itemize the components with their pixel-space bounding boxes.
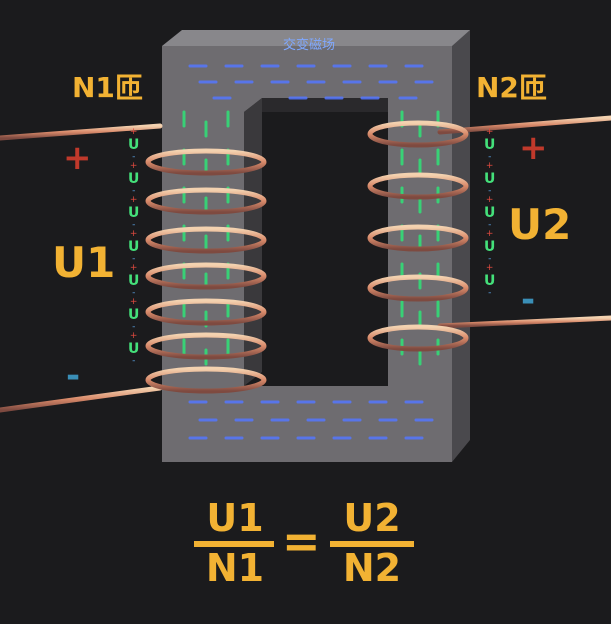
marker-minus: - [488,289,491,298]
secondary-turns-label: N2匝 [476,66,547,106]
marker-u: U [484,239,495,255]
marker-u: U [128,239,139,255]
primary-plus-sign: + [63,138,92,178]
marker-u: U [128,307,139,323]
secondary-minus-sign: - [521,280,535,320]
primary-voltage-label: U1 [52,238,115,287]
marker-plus: + [486,162,494,171]
primary-turns-label: N1匝 [72,66,143,106]
marker-plus: + [130,298,138,307]
marker-u: U [484,137,495,153]
primary-minus-sign: - [66,356,80,396]
marker-u: U [128,205,139,221]
marker-plus: + [486,196,494,205]
primary-voltage-markers: +U-+U-+U-+U-+U-+U-+U- [128,128,139,366]
secondary-voltage-markers: +U-+U-+U-+U-+U- [484,128,495,298]
formula-equals-sign: = [282,514,321,568]
marker-u: U [484,273,495,289]
marker-plus: + [130,332,138,341]
marker-plus: + [130,230,138,239]
marker-plus: + [486,230,494,239]
secondary-voltage-label: U2 [508,200,571,249]
marker-u: U [128,273,139,289]
marker-plus: + [130,162,138,171]
marker-u: U [484,205,495,221]
marker-u: U [128,171,139,187]
marker-plus: + [486,264,494,273]
marker-u: U [128,341,139,357]
marker-minus: - [132,357,135,366]
marker-plus: + [130,264,138,273]
formula-right-numerator: U2 [332,496,412,540]
core-hole-shadow [244,98,388,112]
formula-left-numerator: U1 [200,496,270,540]
core-caption: 交变磁场 [283,34,335,53]
marker-plus: + [486,128,494,137]
marker-plus: + [130,196,138,205]
marker-u: U [128,137,139,153]
marker-u: U [484,171,495,187]
formula-left-denominator: N1 [200,546,270,590]
secondary-plus-sign: + [519,128,548,168]
marker-plus: + [130,128,138,137]
formula-right-denominator: N2 [332,546,412,590]
